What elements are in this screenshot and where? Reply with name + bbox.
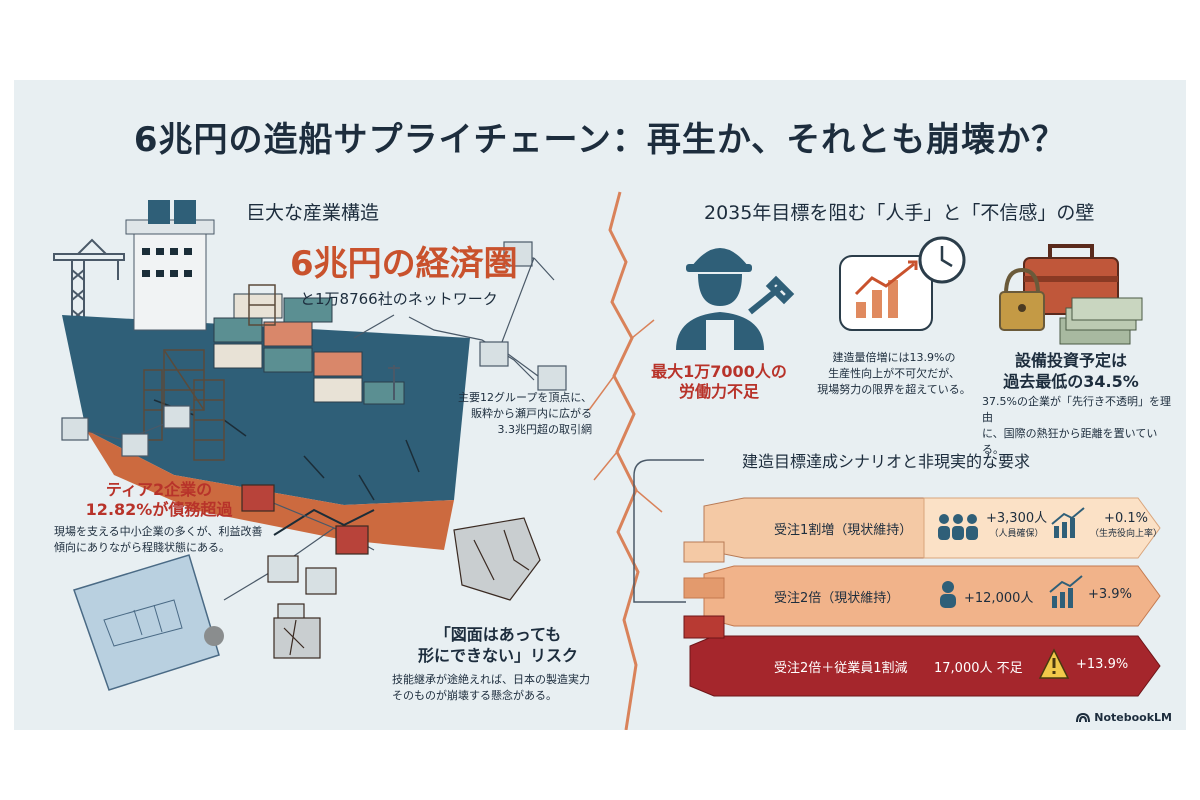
scenario-3-productivity: +13.9% bbox=[1076, 657, 1129, 672]
tier2-heading: ティア2企業の 12.82%が債務超過 bbox=[85, 480, 233, 519]
blueprint-icon bbox=[73, 554, 224, 691]
worker-icon bbox=[676, 248, 795, 350]
scenario-2-label: 受注2倍（現状維持） bbox=[774, 591, 900, 606]
page-title: 6兆円の造船サプライチェーン：再生か、それとも崩壊か？ bbox=[133, 120, 1067, 160]
broken-network bbox=[223, 484, 541, 659]
scenario-funnel bbox=[633, 459, 1161, 697]
warning-icon bbox=[1038, 648, 1070, 679]
tier2-note: 現場を支える中小企業の多くが、利益改善 傾向にありながら程賤状態にある。 bbox=[54, 525, 263, 554]
economic-zone-headline: 6兆円の経済圏 bbox=[290, 244, 518, 284]
crane-icon bbox=[53, 238, 125, 330]
network-note: 主要12グループを頂点に、 販粋から瀬戸内に広がる 3.3兆円超の取引網 bbox=[457, 391, 592, 436]
notebook-logo-icon bbox=[1076, 712, 1091, 722]
people-group-icon bbox=[938, 514, 978, 540]
right-section-heading: 2035年目標を阻む「人手」と「不信感」の壁 bbox=[704, 202, 1095, 224]
network-graph bbox=[353, 241, 567, 391]
scenario-1-productivity: +0.1%（生売役向上率） bbox=[1090, 511, 1163, 540]
cargo-ship-illustration bbox=[62, 200, 470, 550]
scenario-heading: 建造目標達成シナリオと非現実的な要求 bbox=[742, 452, 1031, 471]
scenario-3-people: 17,000人 不足 bbox=[934, 661, 1023, 676]
risk-note: 技能継承が途絶えれば、日本の製造実力 そのものが崩壊する懸念がある。 bbox=[392, 673, 590, 702]
growth-chart-icon-1 bbox=[1051, 507, 1085, 538]
brand-logo: NotebookLM bbox=[1076, 711, 1172, 724]
lock-icon bbox=[999, 267, 1045, 331]
scenario-2-productivity: +3.9% bbox=[1088, 587, 1132, 602]
risk-heading: 「図面はあっても 形にできない」リスク bbox=[417, 625, 578, 665]
infographic: 6兆円の造船サプライチェーン：再生か、それとも崩壊か？ 巨大な産業構造 6兆円の… bbox=[14, 80, 1186, 730]
labor-shortage-heading: 最大1万7000人の 労働力不足 bbox=[651, 362, 787, 401]
productivity-note: 建造量倍増には13.9%の 生産性向上が不可欠だが、 現場努力の限界を超えている… bbox=[817, 351, 971, 396]
scenario-3-label: 受注2倍＋従業員1割減 bbox=[774, 661, 908, 676]
capex-note: 37.5%の企業が「先行き不透明」を理由 に、国際の熱狂から距離を置いている。 bbox=[982, 395, 1171, 456]
scenario-1-people: +3,300人（人員確保） bbox=[986, 511, 1048, 540]
capex-heading: 設備投資予定は 過去最低の34.5% bbox=[1003, 351, 1139, 391]
productivity-chart-icon bbox=[839, 255, 933, 331]
left-section-heading: 巨大な産業構造 bbox=[246, 202, 380, 224]
background-art bbox=[53, 191, 1161, 730]
person-icon bbox=[940, 581, 956, 608]
money-stack-icon bbox=[1059, 297, 1143, 345]
scenario-1-label: 受注1割増（現状維持） bbox=[774, 523, 913, 538]
scenario-2-people: +12,000人 bbox=[964, 591, 1034, 606]
network-subheadline: と1万8766社のネットワーク bbox=[300, 290, 498, 308]
growth-chart-icon-2 bbox=[1049, 575, 1083, 608]
clock-icon bbox=[918, 236, 966, 284]
network-graph-left bbox=[61, 405, 191, 457]
crack-divider bbox=[608, 191, 640, 730]
